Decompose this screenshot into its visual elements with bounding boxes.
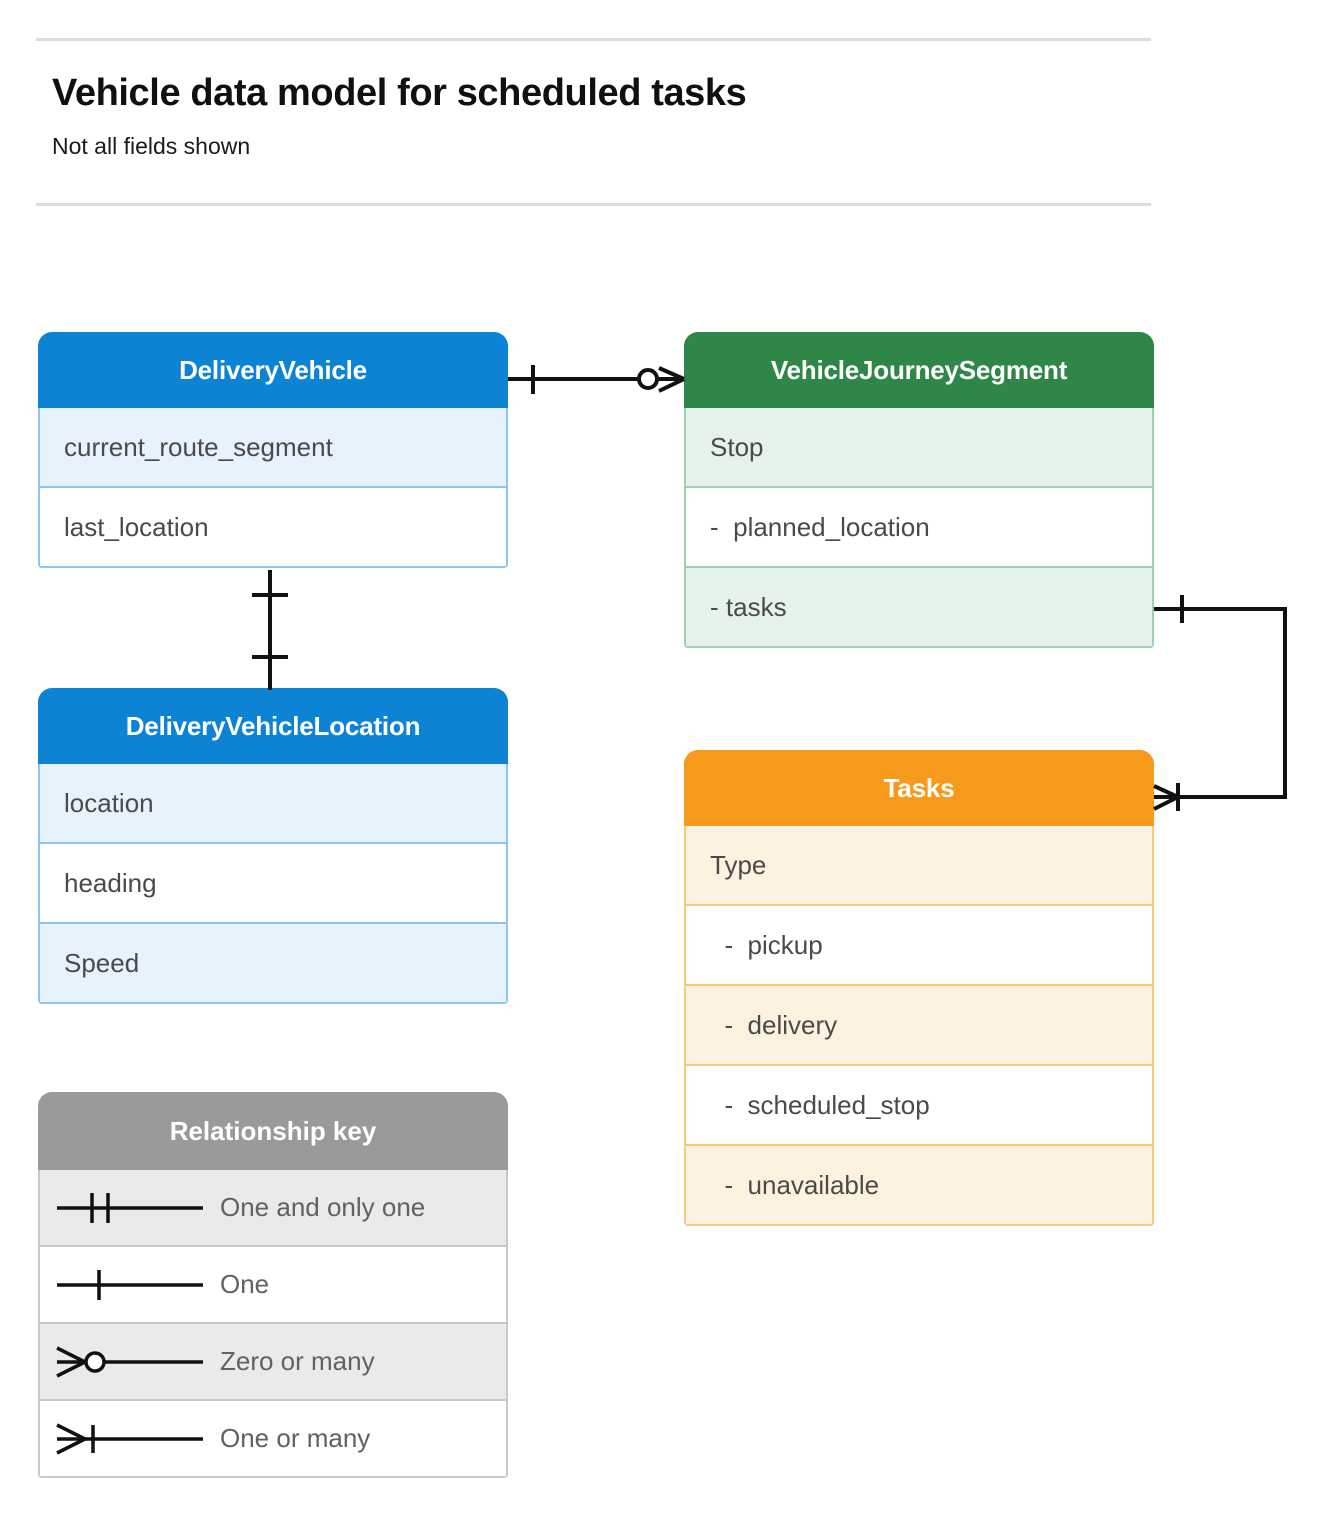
one-or-many-icon: [40, 1419, 220, 1459]
entity-field-row[interactable]: heading: [38, 844, 508, 924]
entity-tasks-title: Tasks: [684, 750, 1154, 826]
legend-row: One and only one: [38, 1170, 508, 1247]
entity-delivery-vehicle-location[interactable]: DeliveryVehicleLocation location heading…: [38, 688, 508, 1004]
legend-row: One or many: [38, 1401, 508, 1478]
relationship-key-legend: Relationship key One and only one One: [38, 1092, 508, 1478]
entity-tasks[interactable]: Tasks Type - pickup - delivery - schedul…: [684, 750, 1154, 1226]
page-title: Vehicle data model for scheduled tasks: [52, 72, 747, 114]
legend-title: Relationship key: [38, 1092, 508, 1170]
entity-delivery-vehicle-title: DeliveryVehicle: [38, 332, 508, 408]
one-and-only-one-icon: [40, 1188, 220, 1228]
header-divider-top: [36, 38, 1151, 41]
header-divider-bottom: [36, 203, 1151, 206]
entity-field-row[interactable]: - scheduled_stop: [684, 1066, 1154, 1146]
entity-field-row[interactable]: - pickup: [684, 906, 1154, 986]
entity-vehicle-journey-segment[interactable]: VehicleJourneySegment Stop - planned_loc…: [684, 332, 1154, 648]
page-subtitle: Not all fields shown: [52, 133, 251, 159]
zero-or-many-icon: [40, 1342, 220, 1382]
legend-row-label: One: [220, 1269, 270, 1299]
legend-row-label: One or many: [220, 1423, 371, 1453]
connector-deliveryvehicle-vehiclejourneysegment: [508, 365, 685, 394]
legend-row-label: Zero or many: [220, 1346, 375, 1376]
entity-field-row[interactable]: - unavailable: [684, 1146, 1154, 1226]
entity-field-row[interactable]: current_route_segment: [38, 408, 508, 488]
entity-field-row[interactable]: - planned_location: [684, 488, 1154, 568]
entity-field-row[interactable]: Type: [684, 826, 1154, 906]
one-icon: [40, 1265, 220, 1305]
entity-field-row[interactable]: Speed: [38, 924, 508, 1004]
entity-field-row[interactable]: - delivery: [684, 986, 1154, 1066]
legend-row-label: One and only one: [220, 1192, 426, 1222]
legend-row: One: [38, 1247, 508, 1324]
connector-vehiclejourneysegment-tasks: [1153, 595, 1287, 811]
entity-field-row[interactable]: last_location: [38, 488, 508, 568]
entity-field-row[interactable]: Stop: [684, 408, 1154, 488]
entity-delivery-vehicle-location-title: DeliveryVehicleLocation: [38, 688, 508, 764]
connector-deliveryvehicle-deliveryvehiclelocation: [252, 570, 288, 690]
entity-vehicle-journey-segment-title: VehicleJourneySegment: [684, 332, 1154, 408]
entity-field-row[interactable]: location: [38, 764, 508, 844]
entity-field-row[interactable]: - tasks: [684, 568, 1154, 648]
entity-delivery-vehicle[interactable]: DeliveryVehicle current_route_segment la…: [38, 332, 508, 568]
legend-row: Zero or many: [38, 1324, 508, 1401]
